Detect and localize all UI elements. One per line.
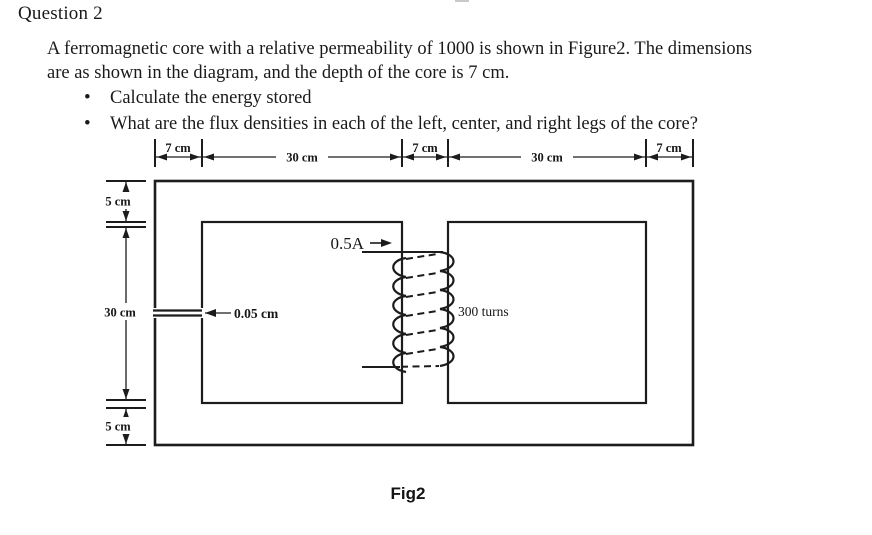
dimension-arrowheads [157,153,691,161]
dim-top-30cm-left: 30 cm [286,151,318,165]
top-dimension-line: 7 cm 30 cm 7 cm 30 cm 7 cm [154,139,694,167]
coil-turns-label: 300 turns [458,304,509,319]
current-callout: 0.5A [330,234,443,368]
coil: 300 turns [392,250,509,374]
dim-top-7cm-center: 7 cm [412,141,438,155]
dim-top-7cm-left: 7 cm [165,141,191,155]
problem-text-line2: are as shown in the diagram, and the dep… [47,63,510,83]
dim-left-5cm-bottom: 5 cm [105,420,131,434]
dim-top-7cm-right: 7 cm [656,141,682,155]
current-label: 0.5A [330,234,364,253]
dim-left-30cm: 30 cm [104,306,136,320]
task-bullet-energy: Calculate the energy stored [84,87,311,109]
question-title: Question 2 [18,3,103,24]
dim-top-30cm-right: 30 cm [531,151,563,165]
scan-artifact [455,0,469,2]
core-figure: 0.05 cm 7 cm 30 cm 7 cm 30 cm 7 [96,139,695,447]
problem-text-line1: A ferromagnetic core with a relative per… [47,39,753,59]
dim-left-5cm-top: 5 cm [105,195,131,209]
air-gap-arrow-icon [205,309,216,317]
air-gap [151,308,205,318]
task-bullet-flux: What are the flux densities in each of t… [84,113,698,135]
current-arrow-icon [381,239,392,247]
air-gap-label: 0.05 cm [234,306,279,321]
figure-caption: Fig2 [390,484,426,503]
left-dim-arrowheads [122,182,130,444]
left-dimension-column: 5 cm 30 cm 5 cm [96,180,146,446]
coil-front-arcs [392,250,455,374]
coil-back-dashes [400,252,441,368]
air-gap-callout: 0.05 cm [205,306,279,321]
